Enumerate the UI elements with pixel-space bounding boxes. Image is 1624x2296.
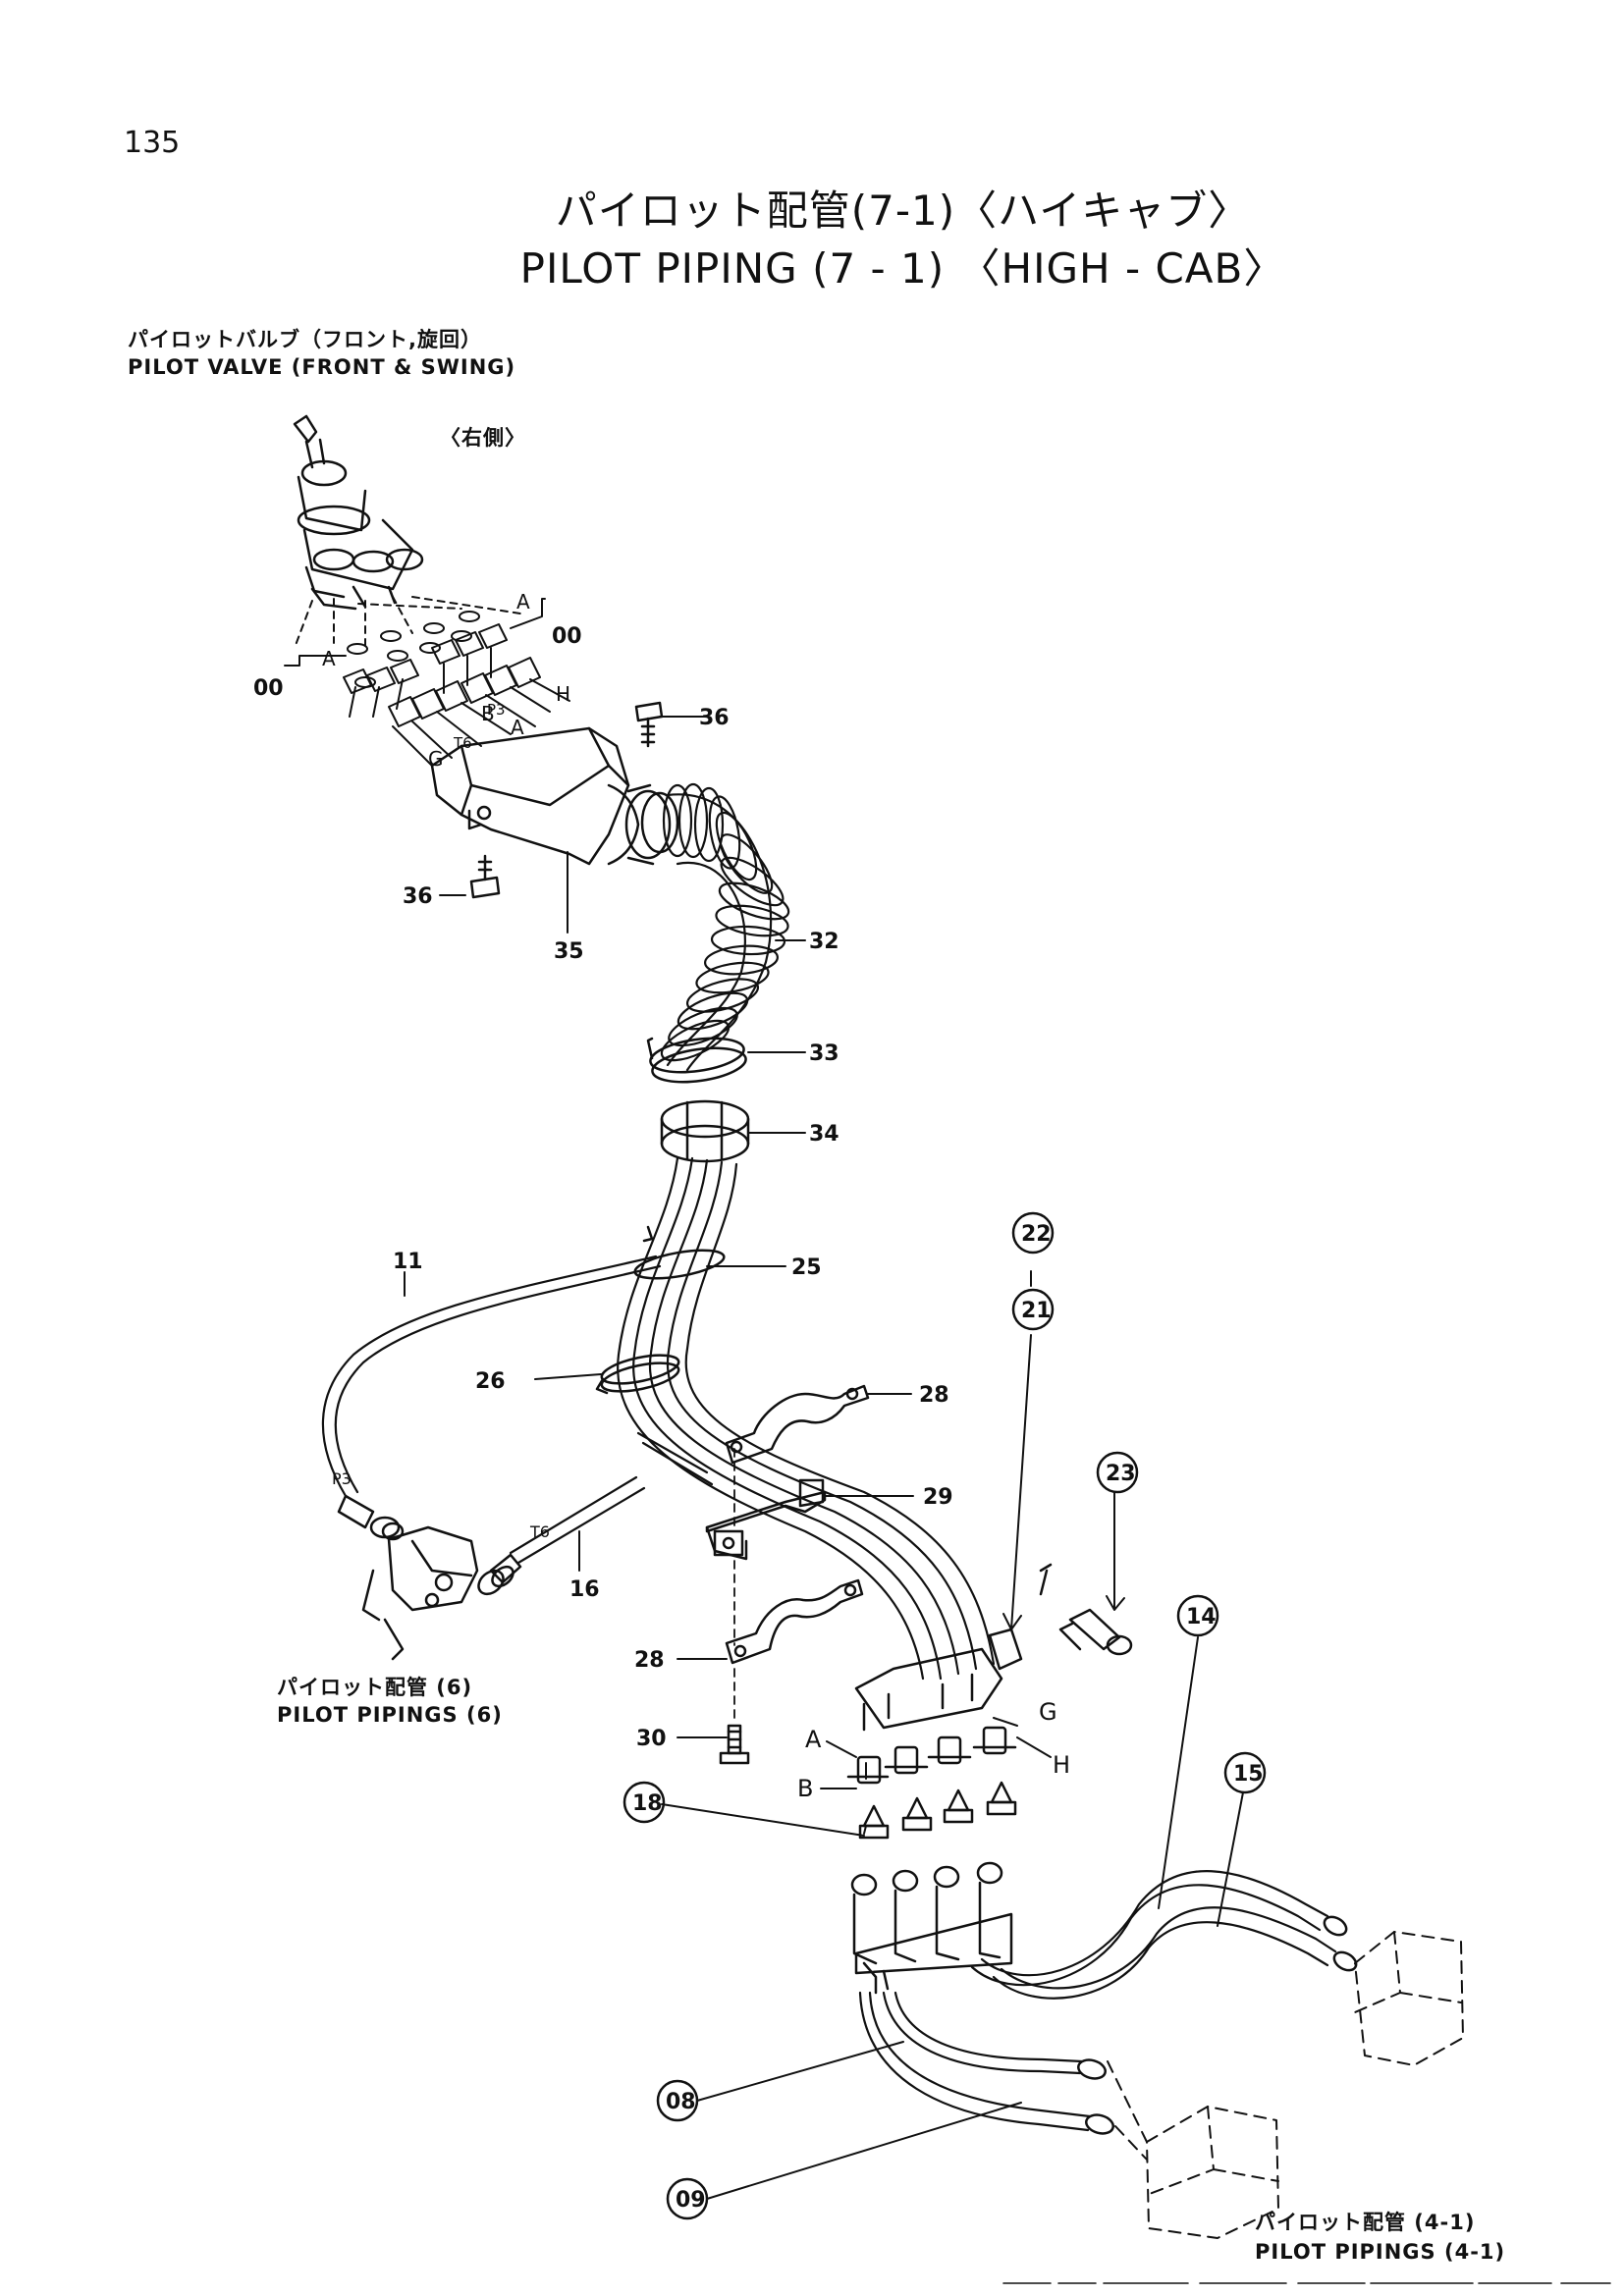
callout-18: 18 xyxy=(632,1791,663,1816)
bolt-30 xyxy=(719,1724,750,1765)
fittings-row-18 xyxy=(858,1781,1017,1840)
port-label-h-upper: H xyxy=(556,682,570,706)
callout-36-left: 36 xyxy=(403,884,433,909)
hose-14 xyxy=(970,1870,1329,1987)
page-number: 135 xyxy=(124,126,181,160)
callout-29: 29 xyxy=(923,1485,953,1510)
port-label-t6-upper: T6 xyxy=(453,734,472,752)
callout-14: 14 xyxy=(1186,1605,1217,1629)
clamp-34 xyxy=(660,1099,750,1163)
hose-15 xyxy=(992,1906,1337,2000)
hose-bundle-25 xyxy=(617,1156,996,1681)
clamp-28-bottom xyxy=(725,1578,864,1665)
port-label-h-lower: H xyxy=(1053,1751,1070,1779)
hose-09 xyxy=(858,1991,1092,2132)
port-label-p3-upper: P3 xyxy=(487,701,506,719)
callout-11: 11 xyxy=(393,1250,423,1274)
callout-34: 34 xyxy=(809,1122,839,1147)
port-label-b-upper: B xyxy=(481,702,495,725)
callout-21: 21 xyxy=(1021,1299,1052,1323)
port-label-b-lower: B xyxy=(797,1775,813,1802)
dashed-leaders xyxy=(294,596,521,649)
port-label-g-lower: G xyxy=(1039,1698,1057,1726)
caption-pilot-valve-jp: パイロットバルブ（フロント,旋回） xyxy=(128,328,482,351)
callout-09: 09 xyxy=(676,2188,706,2213)
callout-33: 33 xyxy=(809,1041,839,1066)
callout-32: 32 xyxy=(809,930,839,954)
lower-manifold xyxy=(850,1861,1013,1995)
elbow-connector xyxy=(624,783,679,866)
port-label-a-middle: A xyxy=(511,716,524,739)
port-label-p3-lower: P3 xyxy=(332,1469,352,1488)
port-leaders xyxy=(820,1740,857,1789)
caption-pilot-pipings-6-en: PILOT PIPINGS (6) xyxy=(277,1703,503,1727)
pilot-valve-body xyxy=(293,414,424,611)
bolt-23 xyxy=(1058,1608,1133,1656)
hose-end-fittings xyxy=(1077,1915,1358,2135)
caption-right-side: 〈右側〉 xyxy=(440,426,526,450)
callout-26: 26 xyxy=(475,1369,506,1394)
callout-00-right: 00 xyxy=(552,624,582,649)
leader-lines xyxy=(284,598,1244,2200)
block-21-22 xyxy=(988,1563,1053,1671)
band-26 xyxy=(595,1354,680,1395)
callout-28-top: 28 xyxy=(919,1383,949,1408)
pilot-pipings-6-block xyxy=(361,1525,479,1661)
caption-pilot-pipings-41-en: PILOT PIPINGS (4-1) xyxy=(1255,2240,1506,2264)
callout-36-top: 36 xyxy=(699,706,730,730)
bolt-36-top xyxy=(634,701,664,748)
port-label-a-lower: A xyxy=(805,1726,822,1753)
title-jp: パイロット配管(7-1)〈ハイキャブ〉 xyxy=(555,187,1251,235)
callout-circles xyxy=(623,1211,1267,2220)
clamp-28-top xyxy=(725,1384,870,1465)
callout-16: 16 xyxy=(569,1577,600,1602)
callout-30: 30 xyxy=(636,1727,667,1751)
callout-23: 23 xyxy=(1106,1462,1136,1486)
bolt-36-bottom xyxy=(469,854,501,899)
pipe-11 xyxy=(321,1255,662,1498)
callout-22: 22 xyxy=(1021,1222,1052,1247)
caption-pilot-pipings-41-jp: パイロット配管 (4-1) xyxy=(1255,2211,1476,2234)
fitting-t6 xyxy=(477,1553,522,1596)
fittings-row-top xyxy=(846,1726,1017,1785)
pipe-16 xyxy=(509,1475,646,1565)
port-label-a-right: A xyxy=(516,590,530,614)
upper-manifold xyxy=(854,1647,1003,1732)
port-label-g-upper: G xyxy=(428,747,444,771)
clamp-29 xyxy=(705,1478,827,1561)
callout-35: 35 xyxy=(554,939,584,964)
callout-08: 08 xyxy=(666,2090,696,2114)
callout-25: 25 xyxy=(791,1255,822,1280)
fitting-p3 xyxy=(337,1494,405,1541)
dashed-block-bottom xyxy=(1107,2060,1279,2239)
hose-08 xyxy=(882,1991,1084,2075)
callout-00-left: 00 xyxy=(253,676,284,701)
dashed-block-right xyxy=(1354,1931,1464,2066)
title-en: PILOT PIPING (7 - 1) 〈HIGH - CAB〉 xyxy=(519,244,1286,293)
ring-33 xyxy=(646,1037,747,1084)
callout-28-bottom: 28 xyxy=(634,1648,665,1673)
caption-pilot-valve-en: PILOT VALVE (FRONT & SWING) xyxy=(128,355,516,379)
port-label-a-left: A xyxy=(322,647,336,670)
port-label-t6-lower: T6 xyxy=(529,1522,550,1541)
caption-pilot-pipings-6-jp: パイロット配管 (6) xyxy=(277,1676,473,1699)
manifold-35 xyxy=(430,726,640,866)
fittings-cluster xyxy=(343,623,570,767)
callout-15: 15 xyxy=(1233,1762,1264,1787)
